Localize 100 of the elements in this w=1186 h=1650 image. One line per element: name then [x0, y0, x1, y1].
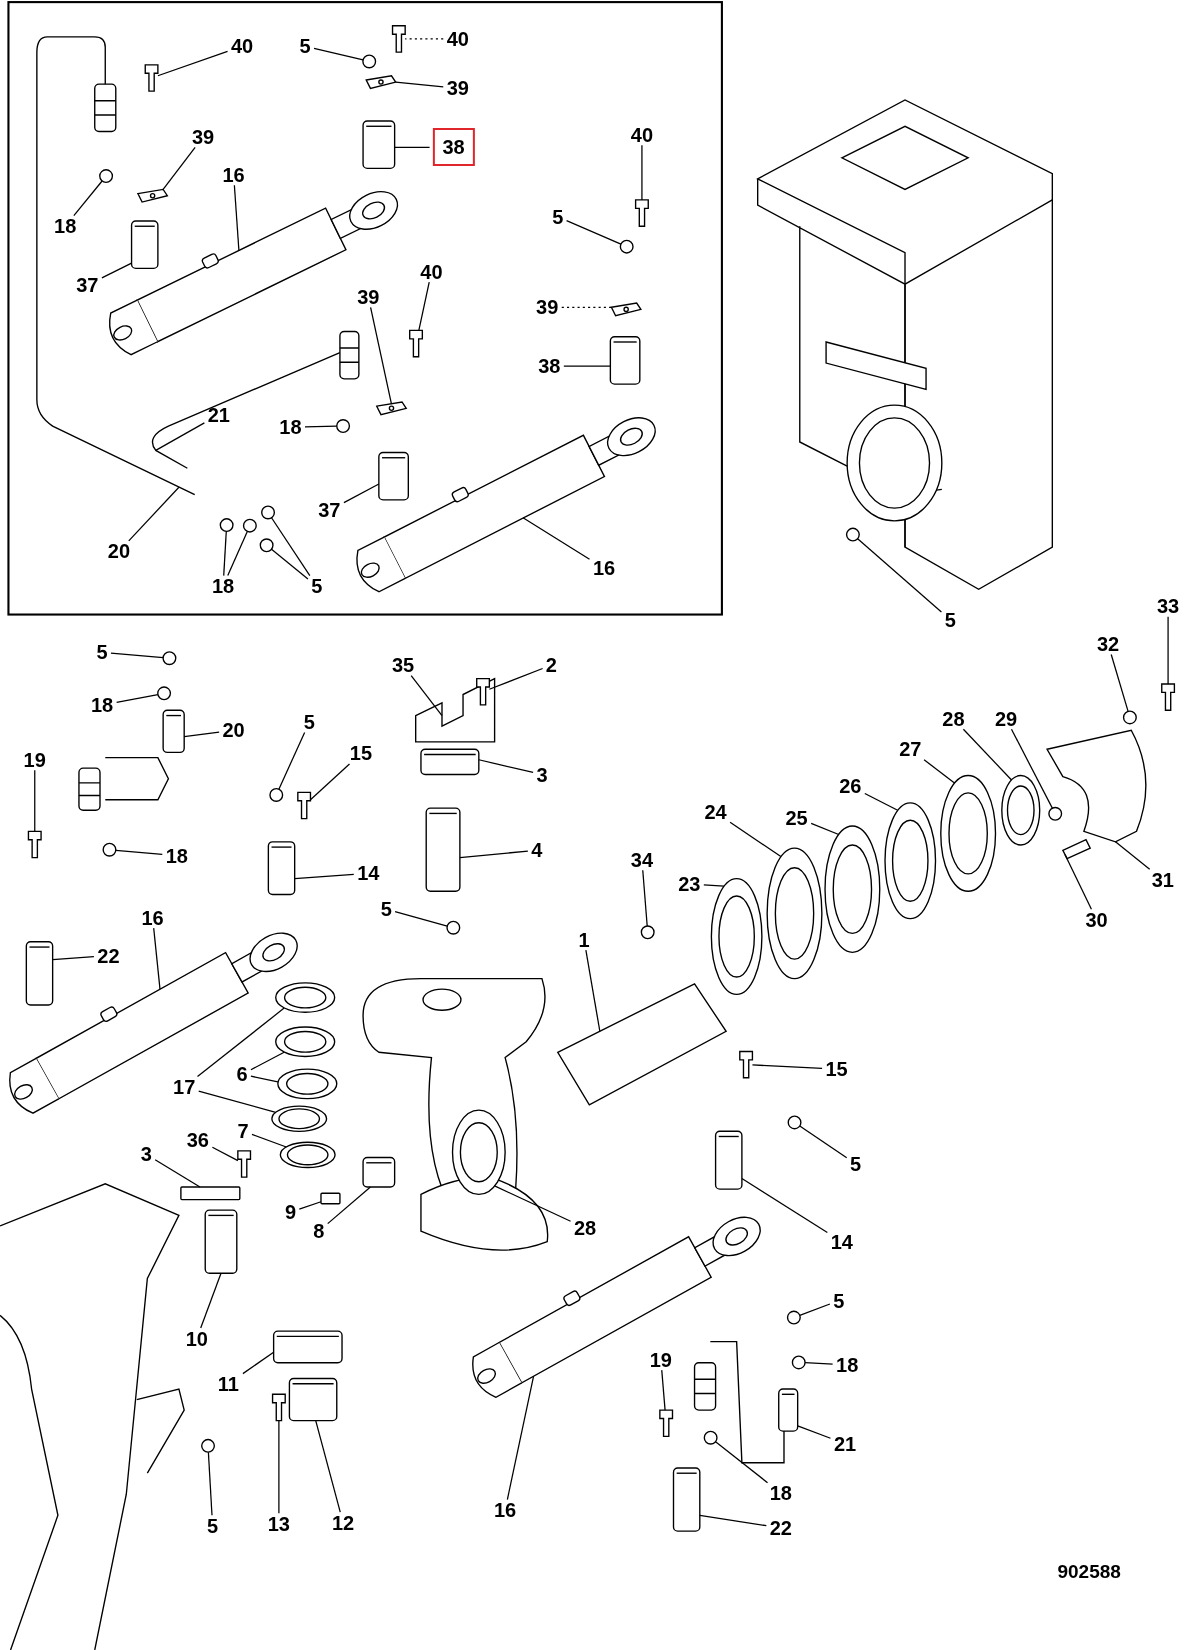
leader-line — [153, 927, 161, 990]
leader-line — [294, 873, 355, 880]
callout-number: 19 — [23, 748, 46, 771]
leader-line — [494, 1185, 572, 1222]
leader-line — [714, 1441, 769, 1484]
leader-line — [313, 47, 364, 61]
leader-line — [522, 517, 591, 560]
bolt — [271, 1393, 286, 1422]
bushing — [609, 336, 641, 385]
leader-line — [459, 850, 529, 859]
callout-number: 15 — [825, 1058, 848, 1081]
leader-line — [563, 365, 611, 367]
callout-number: 29 — [994, 707, 1018, 730]
leader-line — [864, 792, 899, 811]
callout-number: 18 — [54, 215, 77, 238]
callout-number: 37 — [318, 499, 341, 522]
hose-fitting — [339, 330, 360, 380]
leader-line — [565, 219, 622, 245]
grease-fitting — [102, 842, 117, 857]
callout-number: 13 — [267, 1512, 290, 1535]
leader-line — [857, 538, 943, 613]
leader-line — [799, 1303, 831, 1316]
leader-line — [304, 425, 338, 428]
bushing — [378, 451, 409, 501]
hydraulic-cylinder — [9, 932, 298, 1114]
lock-plate — [180, 1186, 241, 1201]
callout-number: 18 — [769, 1482, 792, 1505]
leader-line — [250, 1051, 285, 1071]
callout-number: 16 — [141, 906, 164, 929]
leader-line — [233, 184, 240, 252]
leader-line — [242, 1351, 275, 1375]
callout-number: 3 — [140, 1143, 152, 1166]
callout-number: 3 — [536, 763, 548, 786]
bolt — [739, 1050, 754, 1079]
leader-line — [962, 728, 1012, 781]
pin — [672, 1467, 701, 1532]
leader-line — [52, 955, 95, 961]
leader-line — [278, 1419, 280, 1514]
callout-number: 40 — [420, 260, 443, 283]
callout-number: 5 — [311, 575, 323, 598]
washer — [271, 1105, 328, 1133]
leader-line — [200, 1272, 222, 1329]
hose-fitting — [78, 767, 101, 811]
grease-fitting — [219, 518, 234, 533]
leader-line — [799, 1125, 848, 1159]
grease-fitting — [845, 527, 860, 542]
callout-number: 5 — [303, 710, 315, 733]
callout-number: 5 — [380, 898, 392, 921]
leader-line — [642, 869, 648, 927]
callout-number: 30 — [1085, 908, 1108, 931]
leader-line — [162, 146, 196, 191]
callout-number: 4 — [531, 839, 543, 862]
bore-opening — [846, 404, 943, 522]
washer — [275, 982, 336, 1013]
hose-fitting — [162, 709, 185, 754]
leader-line — [641, 144, 643, 201]
leader-line — [369, 306, 393, 405]
leader-line — [270, 548, 309, 580]
callout-number: 5 — [552, 205, 564, 228]
callout-number: 26 — [839, 775, 862, 798]
leader-line — [315, 1419, 341, 1513]
callout-number: 22 — [97, 944, 120, 967]
leader-line — [196, 1007, 285, 1078]
callout-number: 5 — [207, 1514, 219, 1537]
leader-line — [270, 517, 311, 577]
flange — [272, 1330, 343, 1364]
callout-number: 25 — [785, 806, 808, 829]
callout-number: 19 — [649, 1348, 672, 1371]
leader-line — [478, 759, 534, 774]
pin — [1061, 838, 1092, 860]
bolt — [634, 199, 649, 227]
leader-line — [101, 262, 133, 279]
retaining-clip — [610, 302, 642, 317]
callout-number: 36 — [186, 1128, 209, 1151]
callout-number: 18 — [836, 1353, 859, 1376]
callout-number: 16 — [222, 163, 245, 186]
hydraulic-cylinder — [472, 1216, 761, 1398]
callout-number: 38 — [538, 355, 561, 378]
grease-fitting — [640, 925, 655, 940]
leader-line — [394, 911, 448, 927]
highlighted-callout-number: 38 — [432, 128, 475, 167]
bolt — [297, 791, 312, 820]
bushing — [288, 1377, 338, 1422]
callout-number: 22 — [769, 1517, 792, 1539]
grease-fitting — [786, 1310, 801, 1325]
callout-number: 12 — [331, 1511, 355, 1534]
leader-line — [1064, 853, 1093, 910]
leader-line — [128, 486, 180, 542]
callout-number: 21 — [833, 1432, 857, 1455]
grease-fitting — [791, 1355, 806, 1370]
leader-line — [343, 483, 380, 504]
bearing-ring — [884, 802, 937, 920]
callout-number: 39 — [446, 77, 469, 100]
callout-number: 15 — [349, 742, 373, 765]
pin — [267, 841, 296, 896]
callout-number: 39 — [357, 285, 380, 308]
callout-number: 14 — [357, 862, 380, 885]
leader-line — [741, 1177, 828, 1234]
leader-line — [751, 1064, 823, 1070]
grease-fitting — [446, 920, 461, 935]
